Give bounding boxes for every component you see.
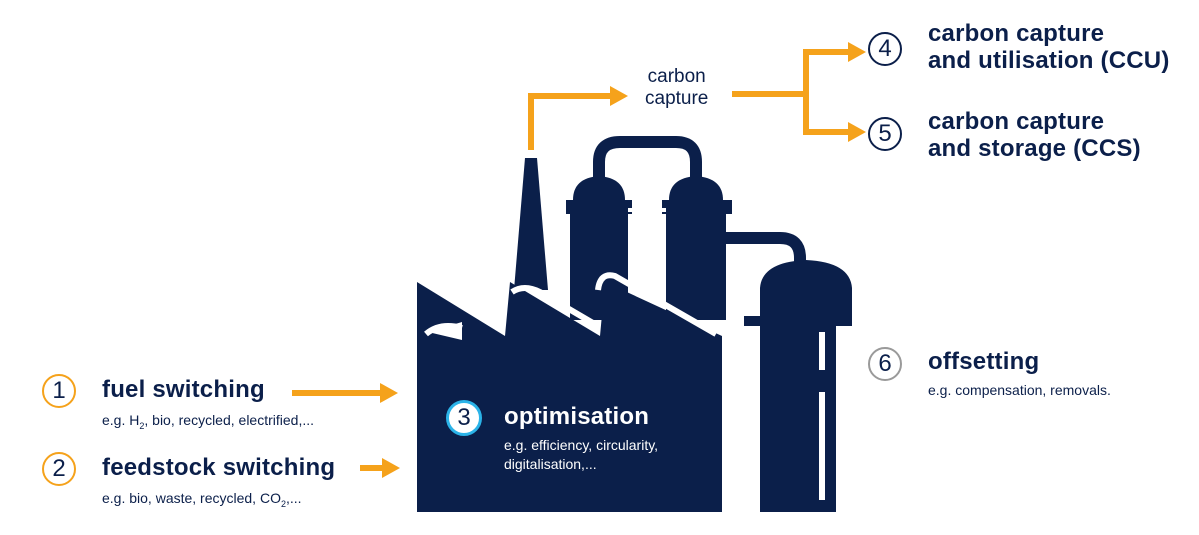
- right-column: [666, 200, 726, 320]
- fuel-switching-title: fuel switching: [102, 376, 265, 403]
- step-3-badge: 3: [446, 400, 482, 436]
- feedstock-switching-title: feedstock switching: [102, 454, 336, 481]
- factory-building: [417, 282, 722, 512]
- chimney: [514, 158, 548, 290]
- tall-tower: [760, 260, 852, 512]
- ccu-title: carbon capture and utilisation (CCU): [928, 20, 1170, 74]
- step-6-badge: 6: [868, 347, 902, 381]
- step-2-badge: 2: [42, 452, 76, 486]
- offsetting-subtitle: e.g. compensation, removals.: [928, 382, 1111, 398]
- carbon-capture-label: carbon capture: [645, 66, 708, 110]
- chimney-to-capture-arrow: [528, 93, 612, 150]
- ccs-title: carbon capture and storage (CCS): [928, 108, 1141, 162]
- step-4-badge: 4: [868, 32, 902, 66]
- feedstock-switching-subtitle: e.g. bio, waste, recycled, CO2,...: [102, 490, 302, 509]
- step-5-badge: 5: [868, 117, 902, 151]
- carbon-capture-line2: capture: [645, 88, 709, 109]
- optimisation-subtitle: e.g. efficiency, circularity, digitalisa…: [504, 437, 659, 472]
- offsetting-title: offsetting: [928, 348, 1040, 375]
- step-1-badge: 1: [42, 374, 76, 408]
- capture-to-ccs-arrow: [803, 94, 850, 135]
- arch-pipe: [593, 136, 702, 178]
- capture-to-ccu-arrow: [732, 49, 850, 97]
- tower-pipe: [726, 232, 806, 262]
- carbon-capture-line1: carbon: [647, 66, 706, 87]
- fuel-switching-subtitle: e.g. H2, bio, recycled, electrified,...: [102, 412, 315, 431]
- left-column: [570, 200, 628, 320]
- optimisation-title: optimisation: [504, 403, 650, 430]
